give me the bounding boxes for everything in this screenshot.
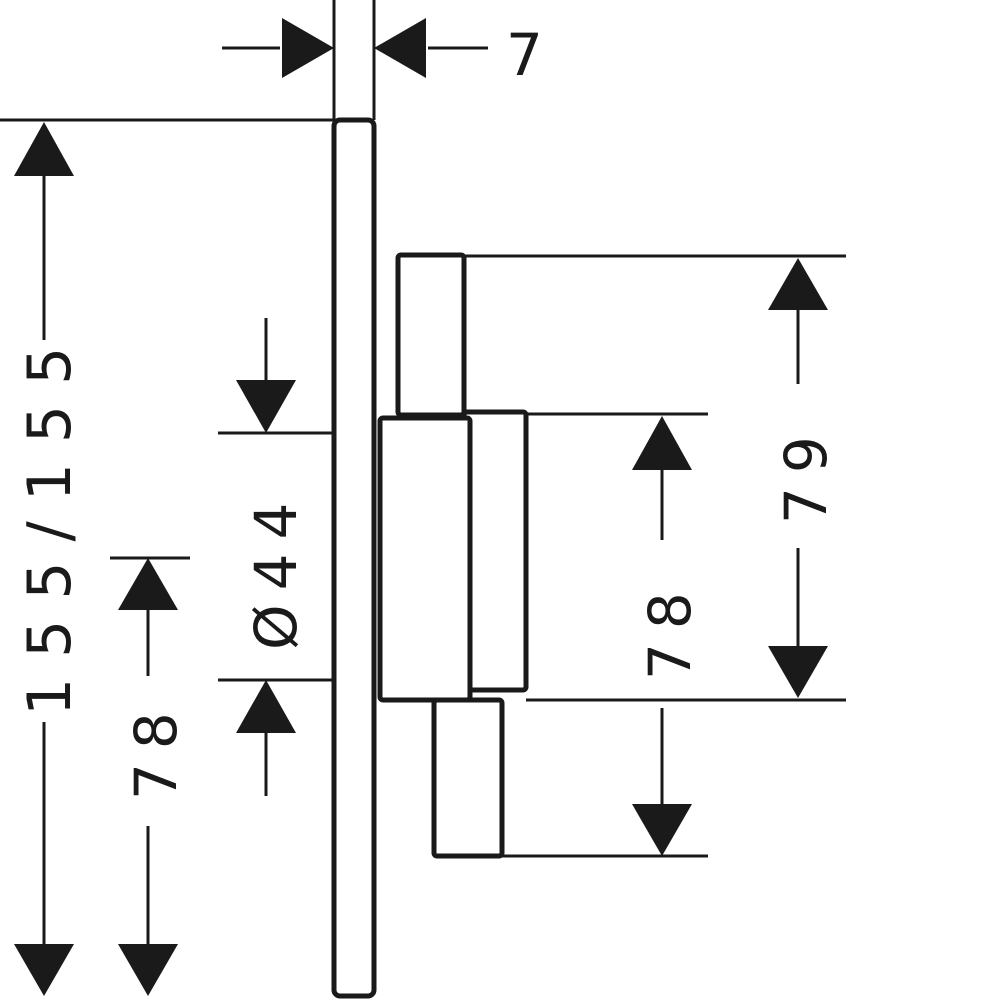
dimension-label-handle-inner: 78 <box>636 578 704 680</box>
upper-spindle-right <box>461 409 529 693</box>
arrowhead-down <box>14 944 74 996</box>
arrowhead-up <box>236 680 296 733</box>
arrowhead-up <box>768 258 828 310</box>
handle-body <box>377 415 473 703</box>
dimension-handle-outer: 79 <box>464 254 846 702</box>
dimension-label-total-height: 155/155 <box>15 327 85 716</box>
arrowhead-down <box>768 646 828 698</box>
arrowhead-up <box>632 416 692 470</box>
arrowhead-right <box>282 18 334 78</box>
cover-plate <box>331 117 377 999</box>
arrowhead-down <box>236 380 296 433</box>
arrowhead-down <box>632 804 692 856</box>
dimension-label-handle-outer: 79 <box>772 422 840 524</box>
dimension-label-half-height: 78 <box>122 698 190 800</box>
upper-spindle <box>395 252 467 418</box>
part-outlines <box>331 117 529 999</box>
arrowhead-up <box>14 122 74 176</box>
dimension-total-height: 155/155 <box>0 118 334 996</box>
dimension-label-thickness: 7 <box>506 21 557 89</box>
dimension-thickness: 7 <box>222 0 557 120</box>
dimension-handle-inner: 78 <box>502 412 708 858</box>
arrowhead-down <box>118 944 178 996</box>
dimension-half-height: 78 <box>110 556 190 996</box>
dimension-diameter: Ø44 <box>218 318 334 796</box>
arrowhead-up <box>118 558 178 610</box>
dimension-label-diameter: Ø44 <box>242 489 310 650</box>
arrowhead-left <box>374 18 426 78</box>
lower-spindle <box>431 697 505 859</box>
